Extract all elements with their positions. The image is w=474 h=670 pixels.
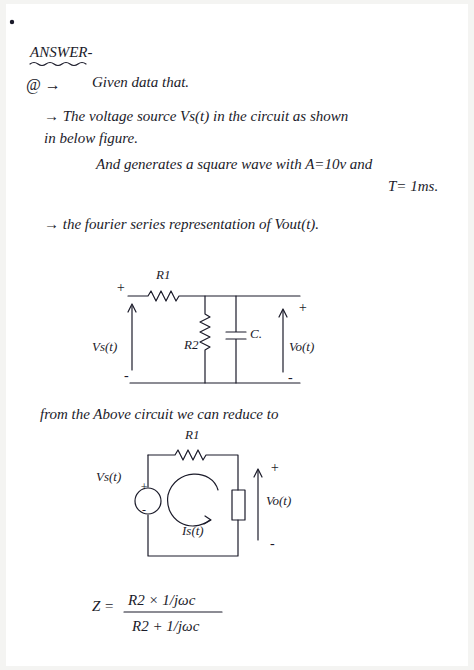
fraction-bar bbox=[124, 611, 222, 612]
terminal-sign: + bbox=[270, 460, 279, 475]
terminal-sign: + bbox=[116, 280, 125, 295]
loop-wire bbox=[148, 455, 238, 556]
note-text: → the fourier series representation of V… bbox=[44, 216, 319, 233]
note-text: T= 1ms. bbox=[388, 178, 438, 195]
note-text: And generates a square wave with A=10v a… bbox=[96, 156, 372, 173]
component-label: C. bbox=[250, 327, 262, 341]
signal-name: Vo(t) bbox=[266, 494, 291, 508]
heading: ANSWER- bbox=[30, 44, 92, 61]
note-text: Given data that. bbox=[92, 74, 189, 91]
terminal-sign: - bbox=[142, 504, 146, 517]
equation-text: R2 × 1/jωc bbox=[128, 592, 195, 609]
component-label: R1 bbox=[185, 428, 199, 442]
paper-sheet bbox=[6, 4, 468, 666]
capacitor-symbol bbox=[226, 296, 246, 383]
component-label: R1 bbox=[156, 268, 170, 282]
equation-text: Z = bbox=[92, 598, 114, 615]
resistor-r1 bbox=[128, 291, 300, 301]
signal-name: Vs(t) bbox=[92, 340, 117, 354]
arrow-head bbox=[128, 304, 136, 312]
note-text: in below figure. bbox=[44, 130, 138, 147]
arrow-head bbox=[254, 469, 262, 477]
terminal-sign: - bbox=[288, 370, 293, 385]
equation-text: R2 + 1/jωc bbox=[132, 618, 199, 635]
note-text: from the Above circuit we can reduce to bbox=[40, 406, 278, 423]
terminal-sign: - bbox=[270, 536, 275, 551]
bottom-wire bbox=[130, 382, 300, 383]
resistor-r1 bbox=[148, 450, 238, 490]
ink-dot bbox=[10, 20, 13, 23]
part-marker: @ → bbox=[26, 76, 61, 94]
signal-name: Vo(t) bbox=[289, 340, 314, 354]
impedance-box bbox=[232, 490, 245, 520]
component-label: R2 bbox=[184, 338, 198, 352]
signal-name: Vs(t) bbox=[96, 470, 121, 484]
source-arrow bbox=[131, 306, 132, 370]
arrow-head bbox=[204, 516, 211, 524]
circuit-one bbox=[128, 291, 300, 383]
terminal-sign: + bbox=[298, 300, 307, 315]
circuit-two bbox=[135, 450, 262, 556]
output-arrow bbox=[282, 310, 283, 372]
loop-current-arc bbox=[168, 474, 218, 526]
output-arrow bbox=[257, 470, 258, 540]
terminal-sign: + bbox=[140, 481, 148, 494]
signal-name: Is(t) bbox=[182, 524, 204, 538]
arrow-head bbox=[279, 309, 287, 317]
wavy-underline bbox=[30, 63, 86, 66]
note-text: → The voltage source Vs(t) in the circui… bbox=[44, 108, 348, 125]
resistor-r2 bbox=[200, 296, 210, 383]
terminal-sign: - bbox=[124, 368, 129, 383]
